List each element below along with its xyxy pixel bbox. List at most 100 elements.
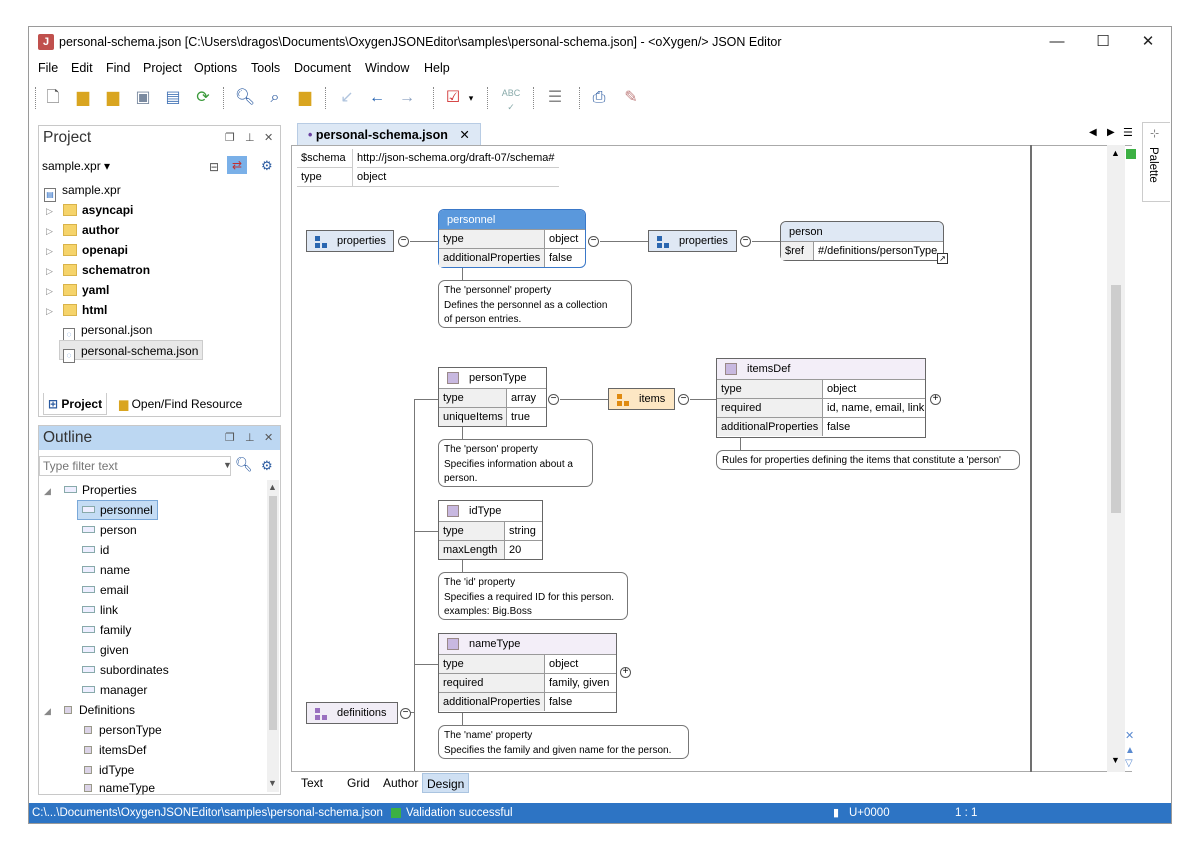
menu-tools[interactable]: Tools <box>251 61 281 75</box>
tree-item-folder[interactable]: schematron <box>63 260 150 280</box>
tree-item-folder[interactable]: yaml <box>63 280 109 300</box>
outline-item[interactable]: name <box>82 560 130 580</box>
tree-item-folder[interactable]: html <box>63 300 107 320</box>
outline-group-properties[interactable]: Properties <box>64 480 137 500</box>
definitions-node[interactable]: definitions <box>306 702 398 724</box>
pin-panel-icon[interactable]: ⊥ <box>245 132 255 144</box>
pin-icon[interactable]: ✎ <box>624 89 638 106</box>
menu-options[interactable]: Options <box>194 61 238 75</box>
tree-item-folder[interactable]: author <box>63 220 119 240</box>
reload-icon[interactable]: ⟳ <box>196 89 210 106</box>
outline-item[interactable]: id <box>82 540 109 560</box>
tree-item-file[interactable]: ◌personal.json <box>63 320 152 342</box>
restore-icon[interactable]: ❐ <box>225 432 235 444</box>
expand-arrow-icon[interactable]: ▷ <box>46 306 53 316</box>
menu-help[interactable]: Help <box>424 61 450 75</box>
expand-arrow-icon[interactable]: ▷ <box>46 206 53 216</box>
menu-document[interactable]: Document <box>294 61 351 75</box>
open-find-resource-icon[interactable]: ▆ <box>298 89 312 106</box>
maximize-button[interactable]: ☐ <box>1096 33 1110 50</box>
collapse-node-icon[interactable]: − <box>548 394 559 405</box>
editor-scrollbar-thumb[interactable] <box>1111 285 1121 513</box>
tree-item-project-root[interactable]: ▤sample.xpr <box>44 180 121 202</box>
properties-node[interactable]: properties <box>306 230 394 252</box>
expand-arrow-icon[interactable]: ▷ <box>46 266 53 276</box>
scroll-down-icon[interactable]: ▼ <box>268 778 277 788</box>
close-panel-icon[interactable]: ✕ <box>264 132 274 144</box>
last-edit-icon[interactable]: ↙ <box>340 89 354 106</box>
outline-item[interactable]: idType <box>84 760 134 780</box>
tree-item-folder[interactable]: openapi <box>63 240 128 260</box>
save-icon[interactable]: ▣ <box>135 89 151 106</box>
expand-arrow-icon[interactable]: ▷ <box>46 226 53 236</box>
outline-item[interactable]: nameType <box>84 778 155 798</box>
outline-group-definitions[interactable]: Definitions <box>64 700 135 720</box>
new-file-icon[interactable]: 🗋 <box>46 89 60 106</box>
tab-right-icon[interactable]: ▶ <box>1107 127 1115 138</box>
scroll-up-icon[interactable]: ▲ <box>1111 148 1120 158</box>
outline-item[interactable]: family <box>82 620 131 640</box>
design-canvas[interactable]: $schema http://json-schema.org/draft-07/… <box>291 145 1132 772</box>
expand-arrow-icon[interactable]: ▷ <box>46 286 53 296</box>
tab-project[interactable]: ⊞ Project <box>43 393 108 415</box>
expand-node-icon[interactable]: + <box>620 667 631 678</box>
outline-item[interactable]: email <box>82 580 129 600</box>
collapse-all-icon[interactable]: ⊟ <box>209 160 220 174</box>
minimize-button[interactable]: — <box>1049 33 1065 50</box>
tab-design[interactable]: Design <box>422 773 470 793</box>
editor-split-divider[interactable] <box>1030 145 1032 772</box>
gear-icon[interactable]: ⚙ <box>261 458 273 473</box>
tab-text[interactable]: Text <box>301 776 324 790</box>
pin-panel-icon[interactable]: ⊥ <box>245 432 255 444</box>
open-url-icon[interactable]: ▆ <box>106 89 120 106</box>
editor-tab[interactable]: • personal-schema.json ✕ <box>297 123 481 145</box>
menu-file[interactable]: File <box>38 61 59 75</box>
collapse-node-icon[interactable]: − <box>740 236 751 247</box>
go-to-definition-icon[interactable]: ↗ <box>937 253 948 264</box>
expand-arrow-icon[interactable]: ▷ <box>46 246 53 256</box>
outline-item[interactable]: manager <box>82 680 147 700</box>
format-indent-icon[interactable]: ☰ <box>547 89 563 106</box>
status-validation[interactable]: Validation successful <box>406 807 513 819</box>
palette-side-tab[interactable]: ⊹ Palette <box>1142 122 1170 202</box>
chevron-down-icon[interactable]: ▼ <box>223 460 232 470</box>
open-folder-icon[interactable]: ▆ <box>76 89 90 106</box>
tab-open-find-resource[interactable]: ▆ Open/Find Resource <box>119 397 243 411</box>
outline-scrollbar-thumb[interactable] <box>269 496 277 730</box>
outline-item[interactable]: subordinates <box>82 660 169 680</box>
tab-grid[interactable]: Grid <box>347 776 370 790</box>
chevron-down-icon[interactable]: ▾ <box>468 93 474 103</box>
close-panel-icon[interactable]: ✕ <box>264 432 274 444</box>
validate-icon[interactable]: ☑ <box>445 89 461 106</box>
person-node[interactable]: person $ref#/definitions/personType <box>780 221 944 261</box>
expand-node-icon[interactable]: + <box>930 394 941 405</box>
tab-author[interactable]: Author <box>383 776 419 790</box>
menu-project[interactable]: Project <box>143 61 182 75</box>
tree-item-file-selected[interactable]: ◌personal-schema.json <box>59 340 204 363</box>
collapse-node-icon[interactable]: − <box>400 708 411 719</box>
save-all-icon[interactable]: ▤ <box>165 89 181 106</box>
close-markers-icon[interactable]: ✕ <box>1125 730 1135 742</box>
filter-input[interactable] <box>39 456 231 476</box>
restore-icon[interactable]: ❐ <box>225 132 235 144</box>
spell-check-icon[interactable]: ABC✓ <box>501 88 521 112</box>
outline-item[interactable]: given <box>82 640 129 660</box>
find-in-files-icon[interactable]: ⌕ <box>270 89 280 106</box>
back-arrow-icon[interactable]: ← <box>369 89 385 106</box>
search-icon[interactable]: 🔍︎ <box>235 456 253 472</box>
outline-item[interactable]: link <box>82 600 118 620</box>
close-button[interactable]: ✕ <box>1141 33 1155 50</box>
tab-left-icon[interactable]: ◀ <box>1089 127 1097 138</box>
outline-item[interactable]: personType <box>84 720 162 740</box>
link-with-editor-icon[interactable]: ⇄ <box>227 156 247 174</box>
gear-icon[interactable]: ⚙ <box>261 158 273 173</box>
tree-item-folder[interactable]: asyncapi <box>63 200 133 220</box>
scroll-up-icon[interactable]: ▲ <box>268 482 277 492</box>
editor-scrollbar[interactable]: ▲ ▼ <box>1107 145 1125 772</box>
find-icon[interactable]: 🔍︎ <box>234 89 256 106</box>
